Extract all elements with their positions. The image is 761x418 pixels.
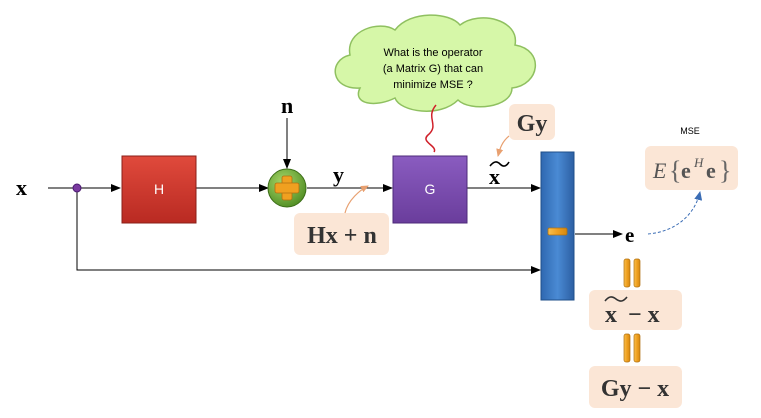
svg-text:x: x xyxy=(489,164,500,189)
cloud-line-1: What is the operator xyxy=(383,47,482,59)
cloud-line-3: minimize MSE ? xyxy=(393,79,472,91)
mse-expectation-E: E xyxy=(652,158,667,183)
cloud-shape xyxy=(334,14,536,112)
callout-mse: MSE E { e H e } xyxy=(645,126,738,235)
minus-sign xyxy=(547,227,568,236)
equals-sign-lower xyxy=(623,333,641,363)
signal-wires xyxy=(48,118,623,274)
junction-dot xyxy=(72,183,82,193)
signal-n-label: n xyxy=(281,93,293,118)
callout-xtilde-minus-x: x − x xyxy=(589,290,682,330)
signal-e-label: e xyxy=(625,223,634,247)
g-block-label: G xyxy=(425,181,436,197)
svg-text:− x: − x xyxy=(628,302,660,328)
callout-gy-arrow xyxy=(496,135,510,157)
tilde-mark xyxy=(489,161,510,167)
svg-text:Gy − x: Gy − x xyxy=(601,376,669,402)
equals-sign-upper xyxy=(623,258,641,288)
adder xyxy=(267,168,307,208)
h-block-label: H xyxy=(154,181,164,197)
cloud-line-2: (a Matrix G) that can xyxy=(383,63,483,75)
h-block: H xyxy=(121,155,197,224)
callout-gy-minus-x: Gy − x xyxy=(589,366,682,408)
signal-x-label: x xyxy=(16,175,27,200)
svg-text:Gy: Gy xyxy=(517,111,548,137)
callout-hx-plus-n: Hx + n xyxy=(294,185,389,255)
svg-text:x: x xyxy=(605,302,617,328)
signal-xtilde-label: x xyxy=(489,161,510,189)
signal-y-label: y xyxy=(333,162,344,187)
mse-hermitian-H: H xyxy=(693,155,704,170)
e-to-mse-arrow xyxy=(647,191,703,235)
mse-e2: e xyxy=(706,158,716,183)
mse-title: MSE xyxy=(680,126,700,136)
mse-close-brace: } xyxy=(719,156,731,185)
g-block: G xyxy=(392,155,468,224)
mse-open-brace: { xyxy=(669,156,681,185)
wire-x-feedforward xyxy=(76,188,541,274)
svg-text:Hx + n: Hx + n xyxy=(307,223,377,249)
callout-hx-arrow xyxy=(344,185,369,214)
cloud-pointer-squiggle xyxy=(425,104,437,153)
tilde-mark-2 xyxy=(604,296,628,302)
subtractor-block xyxy=(540,151,575,301)
thought-cloud: What is the operator (a Matrix G) that c… xyxy=(334,14,536,153)
mse-e1: e xyxy=(681,158,691,183)
callout-gy: Gy xyxy=(496,104,555,157)
